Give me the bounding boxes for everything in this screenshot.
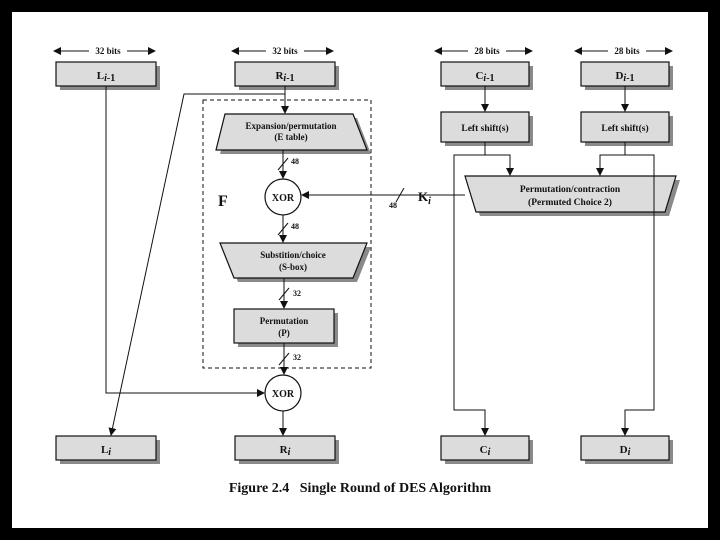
output-r-subscript: i (288, 447, 291, 458)
permutation-sublabel: (P) (278, 328, 290, 338)
key-label: Ki (418, 189, 431, 207)
bus-label-p-out: 32 (293, 353, 301, 362)
left-shift-c-box: Left shift(s) (440, 111, 533, 146)
bus-label-key: 48 (389, 201, 397, 210)
output-l-box: Li (55, 435, 160, 464)
left-shift-c-label: Left shift(s) (461, 123, 508, 134)
expansion-permutation-block: Expansion/permutation (E table) (215, 113, 371, 154)
bus-label-sbox-out: 32 (293, 289, 301, 298)
f-label: F (218, 193, 228, 210)
xor-f-label: XOR (272, 193, 295, 204)
input-d-subscript: i (623, 73, 626, 84)
input-l-box: Li-1 (55, 61, 160, 90)
xor-f-circle: XOR (264, 178, 302, 216)
svg-text:Di: Di (620, 444, 631, 458)
input-r-label: R (275, 70, 284, 82)
svg-text:Li-1: Li-1 (97, 70, 115, 84)
bus-label-xor-out: 48 (291, 222, 299, 231)
svg-text:Li: Li (101, 444, 111, 458)
pc2-block: Permutation/contraction (Permuted Choice… (464, 175, 680, 216)
bus-label-e-out: 48 (291, 157, 299, 166)
input-c-label: C (475, 70, 483, 82)
output-d-subscript: i (628, 447, 631, 458)
input-d-suffix: -1 (626, 73, 634, 84)
input-l-subscript: i (104, 73, 107, 84)
pc2-label: Permutation/contraction (520, 185, 621, 195)
input-r-suffix: -1 (286, 73, 294, 84)
des-round-diagram: 32 bits 32 bits 28 bits 28 bits Li-1 Ri-… (53, 45, 680, 496)
output-l-label: L (101, 444, 108, 456)
xor-output-label: XOR (272, 389, 295, 400)
svg-text:Ci-1: Ci-1 (475, 70, 494, 84)
sbox-block: Substition/choice (S-box) (219, 242, 371, 282)
width-label-l: 32 bits (95, 46, 121, 56)
figure-caption: Figure 2.4 Single Round of DES Algorithm (229, 481, 492, 496)
svg-text:Ri-1: Ri-1 (275, 70, 294, 84)
svg-text:Ci: Ci (480, 444, 491, 458)
left-shift-d-box: Left shift(s) (580, 111, 673, 146)
input-l-label: L (97, 70, 104, 82)
output-c-label: C (480, 444, 488, 456)
expansion-sublabel: (E table) (274, 132, 307, 142)
input-d-box: Di-1 (580, 61, 673, 90)
output-c-box: Ci (440, 435, 533, 464)
pc2-sublabel: (Permuted Choice 2) (528, 197, 612, 208)
width-indicators: 32 bits 32 bits 28 bits 28 bits (53, 45, 673, 56)
input-d-label: D (615, 70, 623, 82)
connection-wires (105, 86, 655, 436)
input-c-suffix: -1 (486, 73, 494, 84)
width-label-r: 32 bits (272, 46, 298, 56)
input-c-subscript: i (483, 73, 486, 84)
output-r-box: Ri (234, 435, 339, 464)
width-label-d: 28 bits (614, 46, 640, 56)
output-d-box: Di (580, 435, 673, 464)
bus-width-markers: 48 48 32 32 48 (277, 157, 405, 366)
input-r-box: Ri-1 (234, 61, 339, 90)
key-label-subscript: i (428, 196, 431, 207)
output-d-label: D (620, 444, 628, 456)
svg-text:Di-1: Di-1 (615, 70, 634, 84)
output-l-subscript: i (108, 447, 111, 458)
sbox-sublabel: (S-box) (279, 262, 307, 272)
sbox-label: Substition/choice (260, 250, 326, 260)
width-label-c: 28 bits (474, 46, 500, 56)
permutation-p-block: Permutation (P) (233, 308, 338, 347)
expansion-label: Expansion/permutation (245, 121, 336, 131)
input-c-box: Ci-1 (440, 61, 533, 90)
left-shift-d-label: Left shift(s) (601, 123, 648, 134)
input-r-subscript: i (283, 73, 286, 84)
svg-text:Ri: Ri (280, 444, 291, 458)
permutation-label: Permutation (260, 316, 309, 326)
key-label-main: K (418, 189, 429, 204)
xor-output-circle: XOR (264, 374, 302, 412)
input-l-suffix: -1 (107, 73, 115, 84)
slide: 32 bits 32 bits 28 bits 28 bits Li-1 Ri-… (12, 12, 708, 528)
output-r-label: R (280, 444, 289, 456)
output-c-subscript: i (488, 447, 491, 458)
